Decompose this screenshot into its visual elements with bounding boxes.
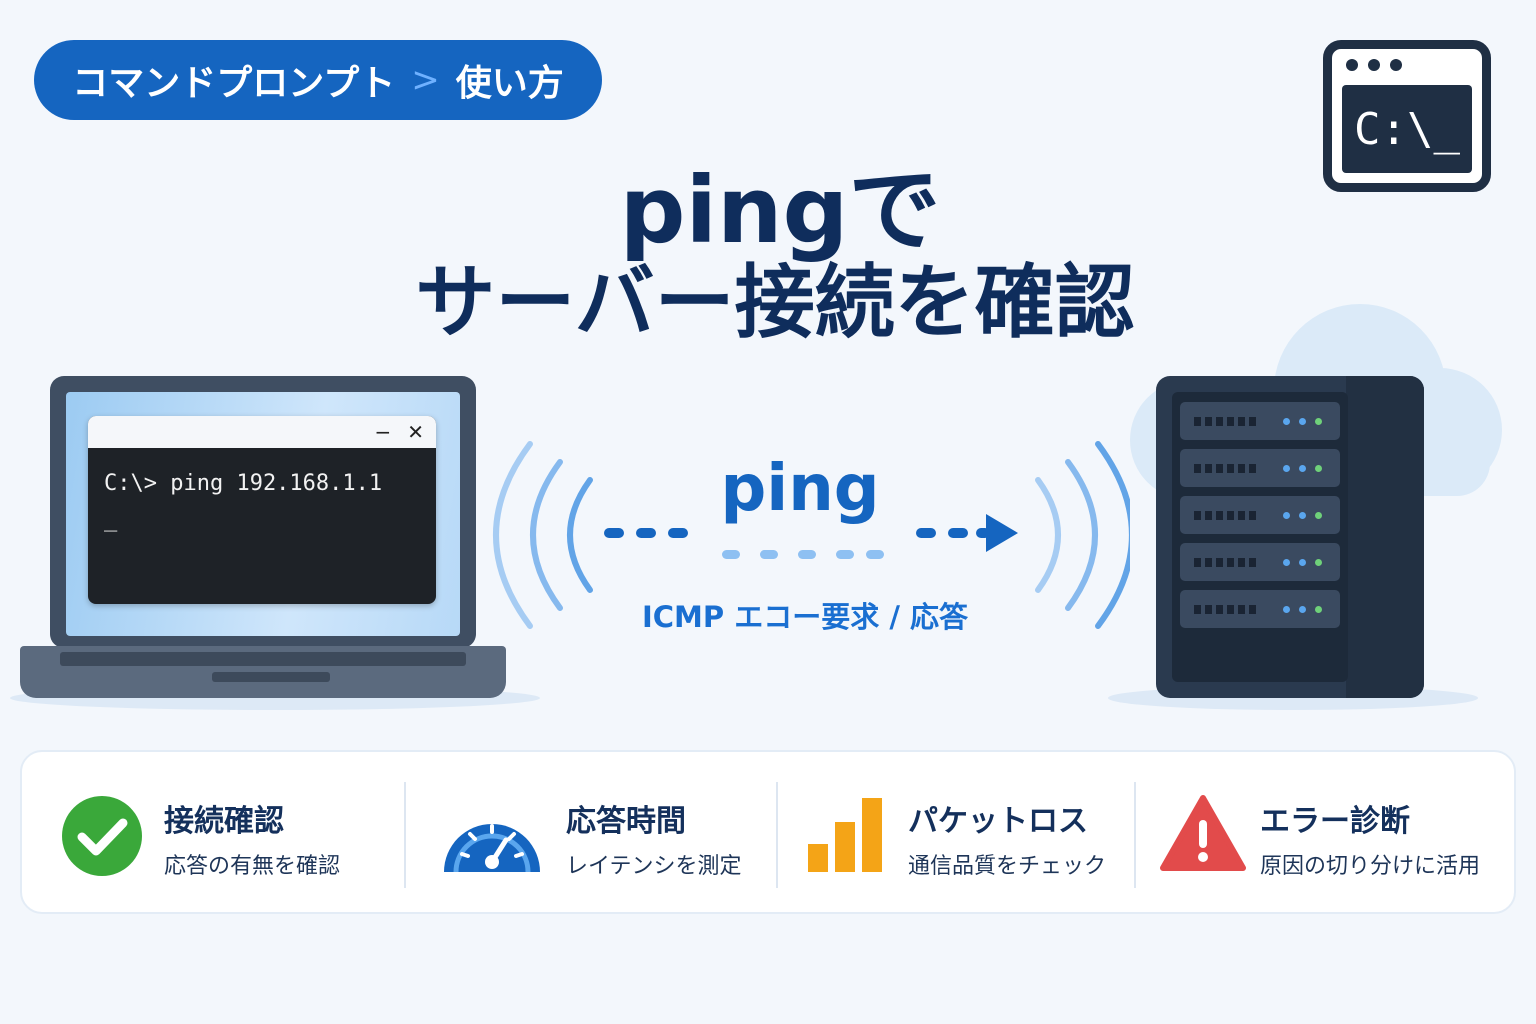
speedometer-icon <box>444 824 540 873</box>
warning-icon <box>1160 795 1246 871</box>
terminal-cursor: _ <box>104 507 118 532</box>
divider <box>404 782 406 888</box>
server-icon <box>1156 376 1424 698</box>
laptop-keyboard-base <box>20 646 506 698</box>
breadcrumb-parent[interactable]: コマンドプロンプト <box>72 63 396 104</box>
status-led-icon <box>1283 559 1322 566</box>
ping-label: ping <box>720 452 880 526</box>
status-led-icon <box>1283 418 1322 425</box>
signal-waves-icon <box>493 441 1130 629</box>
minimize-icon[interactable]: − <box>374 420 392 444</box>
laptop-screen: − ✕ C:\> ping 192.168.1.1 _ <box>66 392 460 636</box>
divider <box>1134 782 1136 888</box>
laptop-icon: − ✕ C:\> ping 192.168.1.1 _ <box>50 376 476 648</box>
protocol-label: ICMP エコー要求 / 応答 <box>641 600 969 634</box>
feature-error-diagnosis: エラー診断 原因の切り分けに活用 <box>1136 752 1516 916</box>
touchpad <box>212 672 330 682</box>
dashed-underline <box>722 550 884 559</box>
keyboard <box>60 652 466 666</box>
feature-packet-loss: パケットロス 通信品質をチェック <box>778 752 1136 916</box>
window-dots-icon <box>1346 59 1402 71</box>
drive-slots <box>1194 558 1256 567</box>
arrow-right-icon <box>916 514 1018 552</box>
server-unit <box>1180 449 1340 487</box>
command-prompt-text: C:\_ <box>1342 85 1472 173</box>
page-title-line2: サーバー接続を確認 <box>415 256 1135 349</box>
breadcrumb: コマンドプロンプト > 使い方 <box>34 40 602 120</box>
dashed-arrow-left <box>604 528 688 538</box>
feature-description: レイテンシを測定 <box>566 854 742 879</box>
breadcrumb-current: 使い方 <box>455 63 564 104</box>
server-rack <box>1172 392 1348 682</box>
close-icon[interactable]: ✕ <box>407 420 424 444</box>
feature-response-time: 応答時間 レイテンシを測定 <box>406 752 778 916</box>
server-side-panel <box>1346 376 1424 698</box>
terminal-window: − ✕ C:\> ping 192.168.1.1 _ <box>88 416 436 604</box>
terminal-body: C:\> ping 192.168.1.1 _ <box>88 448 436 556</box>
page-title-line1: pingで <box>619 157 941 264</box>
terminal-titlebar: − ✕ <box>88 416 436 448</box>
server-unit <box>1180 496 1340 534</box>
feature-description: 原因の切り分けに活用 <box>1260 854 1481 879</box>
drive-slots <box>1194 511 1256 520</box>
drive-slots <box>1194 417 1256 426</box>
feature-title: エラー診断 <box>1260 804 1410 839</box>
server-unit <box>1180 402 1340 440</box>
bar-chart-icon <box>808 798 882 872</box>
feature-title: パケットロス <box>908 804 1088 839</box>
divider <box>776 782 778 888</box>
status-led-icon <box>1283 465 1322 472</box>
server-unit <box>1180 590 1340 628</box>
breadcrumb-separator-icon: > <box>411 60 440 100</box>
status-led-icon <box>1283 512 1322 519</box>
feature-description: 応答の有無を確認 <box>164 854 341 879</box>
status-led-icon <box>1283 606 1322 613</box>
drive-slots <box>1194 464 1256 473</box>
feature-title: 応答時間 <box>566 804 686 839</box>
feature-description: 通信品質をチェック <box>908 854 1107 879</box>
drive-slots <box>1194 605 1256 614</box>
feature-title: 接続確認 <box>164 804 284 839</box>
command-prompt-icon: C:\_ <box>1323 40 1491 192</box>
check-circle-icon <box>62 796 142 876</box>
feature-panel: 接続確認 応答の有無を確認 応答時間 レイテンシを測定 パケ <box>20 750 1516 914</box>
server-unit <box>1180 543 1340 581</box>
terminal-command: C:\> ping 192.168.1.1 <box>104 471 383 496</box>
feature-connection-check: 接続確認 応答の有無を確認 <box>22 752 406 916</box>
